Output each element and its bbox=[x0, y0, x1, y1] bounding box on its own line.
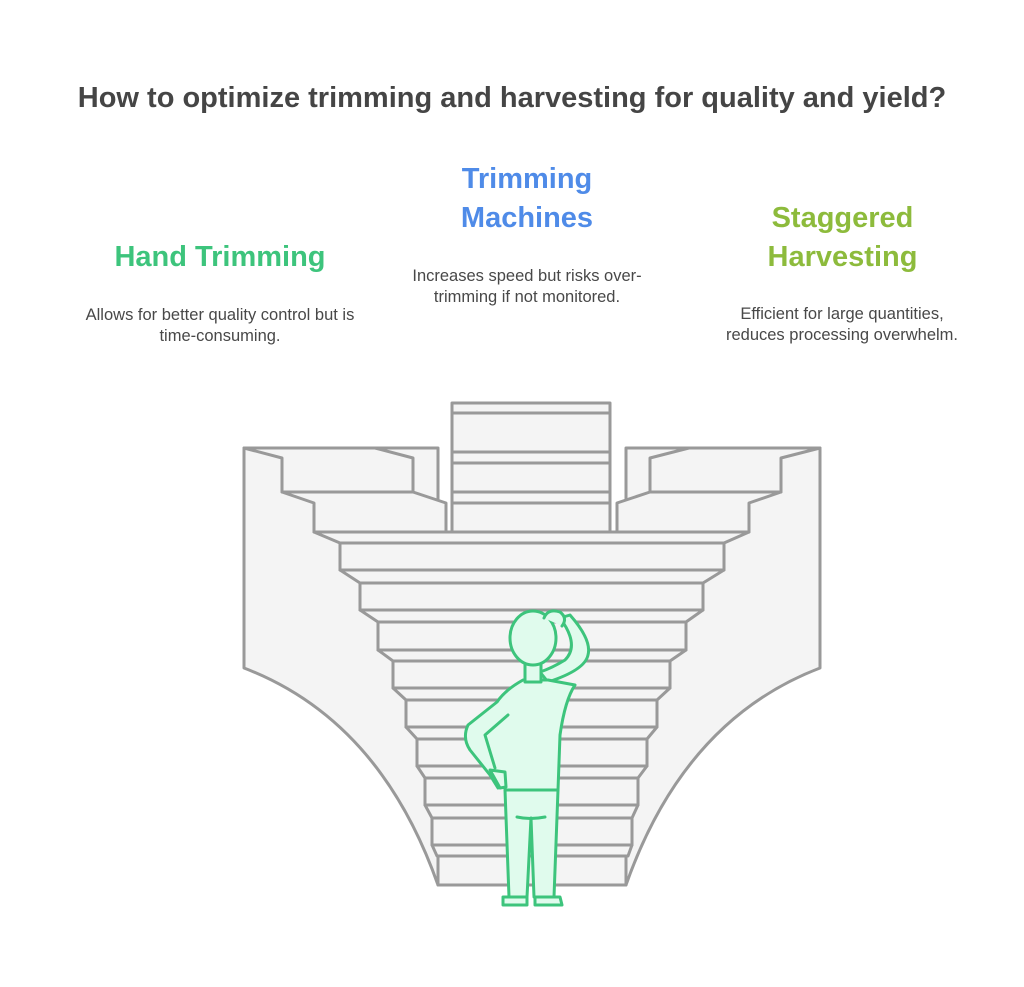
option-heading-hand-trimming: Hand Trimming bbox=[114, 241, 326, 273]
option-heading-staggered-harvesting: Staggered Harvesting bbox=[767, 202, 918, 273]
page-title: How to optimize trimming and harvesting … bbox=[77, 82, 947, 114]
option-description-staggered-harvesting: Efficient for large quantities, reduces … bbox=[725, 305, 959, 344]
hand-on-head bbox=[542, 609, 567, 628]
option-heading-trimming-machines: Trimming Machines bbox=[460, 163, 594, 234]
left-arm bbox=[483, 713, 510, 770]
confused-person-icon bbox=[463, 609, 591, 907]
center-tower bbox=[450, 401, 612, 534]
step bbox=[358, 581, 705, 612]
step bbox=[338, 541, 726, 572]
option-description-trimming-machines: Increases speed but risks over-trimming … bbox=[412, 267, 642, 306]
feet bbox=[501, 895, 564, 907]
head bbox=[508, 609, 558, 667]
hand bbox=[488, 768, 508, 790]
option-description-hand-trimming: Allows for better quality control but is… bbox=[85, 306, 355, 345]
neck bbox=[523, 662, 543, 684]
